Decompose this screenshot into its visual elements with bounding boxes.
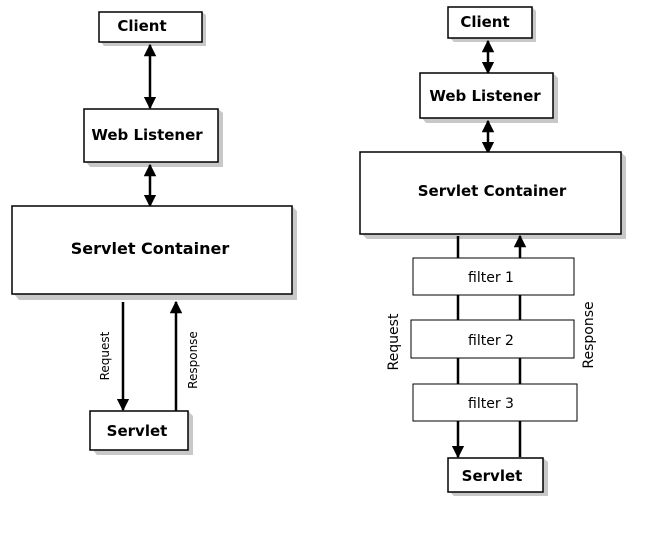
- left-request-label: Request: [98, 331, 112, 380]
- left-diagram: Client Web Listener Servlet Container Re…: [11, 11, 297, 455]
- right-response-label: Response: [581, 301, 597, 368]
- left-servlet-box: Servlet: [89, 410, 193, 455]
- right-client-box: Client: [447, 6, 536, 42]
- left-client-box: Client: [98, 11, 206, 46]
- right-servlet-container-box: Servlet Container: [359, 151, 626, 239]
- filter-1-box: filter 1: [412, 257, 575, 296]
- right-diagram: Client Web Listener Servlet Container Re…: [359, 6, 626, 496]
- left-web-listener-box: Web Listener: [83, 108, 223, 167]
- filter-3-label: filter 3: [468, 396, 514, 412]
- filter-2-box: filter 2: [410, 319, 575, 359]
- left-servlet-container-label: Servlet Container: [71, 239, 230, 258]
- right-servlet-label: Servlet: [462, 467, 523, 485]
- left-servlet-container-box: Servlet Container: [11, 205, 297, 300]
- left-response-label: Response: [186, 331, 200, 389]
- left-servlet-label: Servlet: [107, 422, 168, 440]
- filter-2-label: filter 2: [468, 333, 514, 349]
- left-client-label: Client: [117, 17, 166, 35]
- right-servlet-box: Servlet: [447, 457, 548, 496]
- right-servlet-container-label: Servlet Container: [418, 182, 567, 200]
- filter-1-label: filter 1: [468, 270, 514, 286]
- left-web-listener-label: Web Listener: [91, 126, 203, 144]
- right-client-label: Client: [460, 13, 509, 31]
- right-request-label: Request: [386, 313, 402, 370]
- right-web-listener-label: Web Listener: [429, 87, 541, 105]
- filter-3-box: filter 3: [412, 383, 578, 422]
- right-web-listener-box: Web Listener: [419, 72, 558, 123]
